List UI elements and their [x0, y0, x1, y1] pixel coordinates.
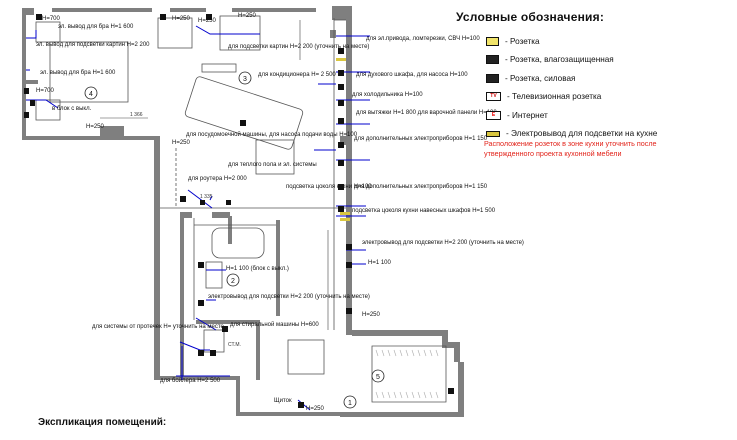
room-number-2: 2 [231, 278, 235, 285]
room-number-3: 3 [243, 76, 247, 83]
label-h250-c: H=250 [238, 13, 257, 19]
legend: Условные обозначения: - Розетка - Розетк… [452, 10, 732, 143]
label-hood: для вытяжки H=1 800 для варочной панели … [356, 109, 497, 116]
label-h1100-r: H=1 100 [368, 260, 392, 266]
label-shield: Щиток [274, 398, 292, 404]
legend-item-label: - Телевизионная розетка [507, 92, 602, 102]
wardrobe-hatch [375, 349, 439, 399]
label-h250-b: H=250 [198, 18, 217, 24]
room-tags [84, 71, 385, 409]
tv-socket-icon: TV [486, 92, 501, 102]
power-socket-icon [486, 73, 499, 83]
legend-item-label: - Розетка [505, 36, 540, 46]
label-picture-light: эл. вывод для подсветки картин H=2 200 [36, 42, 150, 48]
legend-item-waterproof: - Розетка, влагозащищенная [452, 51, 732, 70]
dimension-labels: 1 366 1 335 СТ.М. [130, 112, 241, 348]
label-h250-shield: H=250 [306, 406, 325, 412]
waterproof-socket-icon [486, 55, 499, 65]
label-leak: для системы от протечек H= уточнить на м… [92, 324, 225, 330]
label-fridge: для холодильника H=100 [352, 92, 423, 98]
kitchen-socket-note: Расположение розеток в зоне кухни уточни… [484, 139, 657, 158]
legend-item-label: - Интернет [507, 110, 548, 120]
label-h250-left: H=250 [86, 124, 105, 130]
dim-cm: СТ.М. [228, 342, 241, 348]
label-dishwasher: для посудомоечной машины, для насоса под… [186, 131, 358, 138]
dim-1335: 1 335 [200, 194, 213, 200]
legend-item-label: - Розетка, влагозащищенная [505, 55, 614, 65]
label-h250-r: H=250 [362, 312, 381, 318]
explication-title: Экспликация помещений: [38, 417, 167, 428]
internet-socket-icon: E [486, 110, 501, 120]
label-mirror-light: электровывод для подсветки H=2 200 (уточ… [208, 294, 370, 300]
kitchen-light-strips [336, 58, 350, 221]
label-h250-a: H=250 [172, 16, 191, 22]
legend-item-kitchen-light: - Электровывод для подсветки на кухне [452, 125, 732, 144]
dim-1366: 1 366 [130, 112, 143, 118]
legend-item-internet: E - Интернет [452, 106, 732, 125]
label-bra-b: эл. вывод для бра H=1 600 [40, 70, 116, 76]
label-block-switch: в блок с выкл. [52, 106, 92, 112]
kitchen-light-output-icon [486, 130, 500, 137]
label-kitchen-light-out: электровывод для подсветки H=2 200 (уточ… [362, 240, 524, 246]
legend-item-label: - Электровывод для подсветки на кухне [506, 129, 658, 139]
label-floor-heat: для теплого пола и эл. системы [228, 162, 317, 168]
legend-item-power: - Розетка, силовая [452, 69, 732, 88]
dimension-marks [100, 20, 329, 330]
annotations: H=700 H=250 H=250 H=250 эл. вывод для бр… [36, 13, 524, 412]
room-numbers: 3 4 2 5 1 [89, 76, 380, 407]
socket-markers [24, 14, 454, 408]
room-number-4: 4 [89, 91, 93, 98]
label-extra-appl-b: для дополнительных электроприборов H=1 1… [354, 184, 488, 190]
legend-title: Условные обозначения: [456, 10, 605, 24]
legend-item-label: - Розетка, силовая [505, 73, 576, 83]
label-ac: для кондиционера H= 2 500 [258, 72, 336, 78]
room-number-1: 1 [348, 400, 352, 407]
label-washer: для стиральной машины H=600 [230, 321, 319, 328]
label-router: для роутера H=2 000 [188, 176, 247, 182]
leader-lines [26, 25, 370, 411]
label-plinth: подсветка цоколя кухни H=100 [286, 184, 372, 190]
label-bra-a: эл. вывод для бра H=1 600 [58, 24, 134, 30]
label-picture-light-r: для подсветки картин H=2 200 (уточнить н… [228, 44, 369, 50]
label-h700-top: H=700 [42, 16, 61, 22]
label-cabinet-light: подсветка цоколя кухни навесных шкафов H… [352, 208, 496, 214]
inner-lines [35, 15, 447, 403]
label-drive: для эл.привода, ломтерезки, СВЧ H=100 [366, 36, 480, 42]
legend-item-socket: - Розетка [452, 32, 732, 51]
walls [22, 6, 464, 417]
label-h250-corr: H=250 [172, 140, 191, 146]
socket-icon [486, 36, 499, 46]
label-oven: для духового шкафа, для насоса H=100 [356, 72, 468, 78]
room-number-5: 5 [376, 374, 380, 381]
label-extra-appl-a: для дополнительных электроприборов H=1 1… [354, 136, 488, 142]
label-h700-left: H=700 [36, 88, 55, 94]
label-boiler: для бойлера H=2 500 [160, 377, 221, 384]
label-h1100-block: H=1 100 (блок с выкл.) [226, 266, 289, 272]
legend-item-tv: TV - Телевизионная розетка [452, 88, 732, 107]
